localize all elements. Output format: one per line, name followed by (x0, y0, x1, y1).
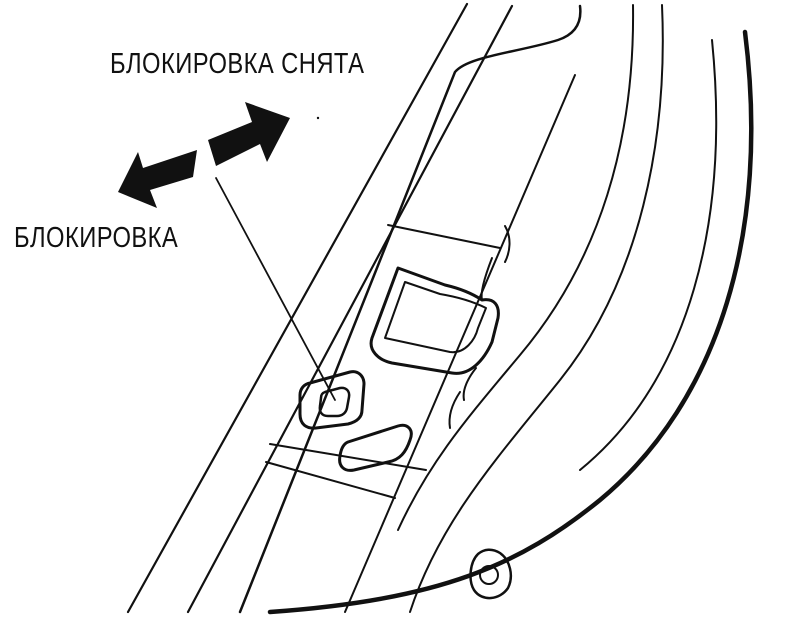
arrow-left-down-icon (118, 150, 197, 208)
door-inner-panel (238, 4, 582, 614)
door-handle (338, 423, 413, 472)
speck (316, 116, 320, 120)
trim-crossbar-top (387, 224, 511, 263)
hinge-bolt (469, 548, 512, 600)
trim-crossbar-bottom (265, 443, 427, 499)
leader-line (215, 177, 336, 401)
label-unlocked: БЛОКИРОВКА СНЯТА (110, 48, 365, 80)
body-pillar (267, 4, 754, 615)
arrow-right-up-icon (208, 102, 290, 166)
label-locked: БЛОКИРОВКА (14, 222, 179, 254)
lock-knob (298, 370, 366, 430)
latch-recess (369, 257, 500, 429)
door-outer-edge (126, 2, 514, 614)
